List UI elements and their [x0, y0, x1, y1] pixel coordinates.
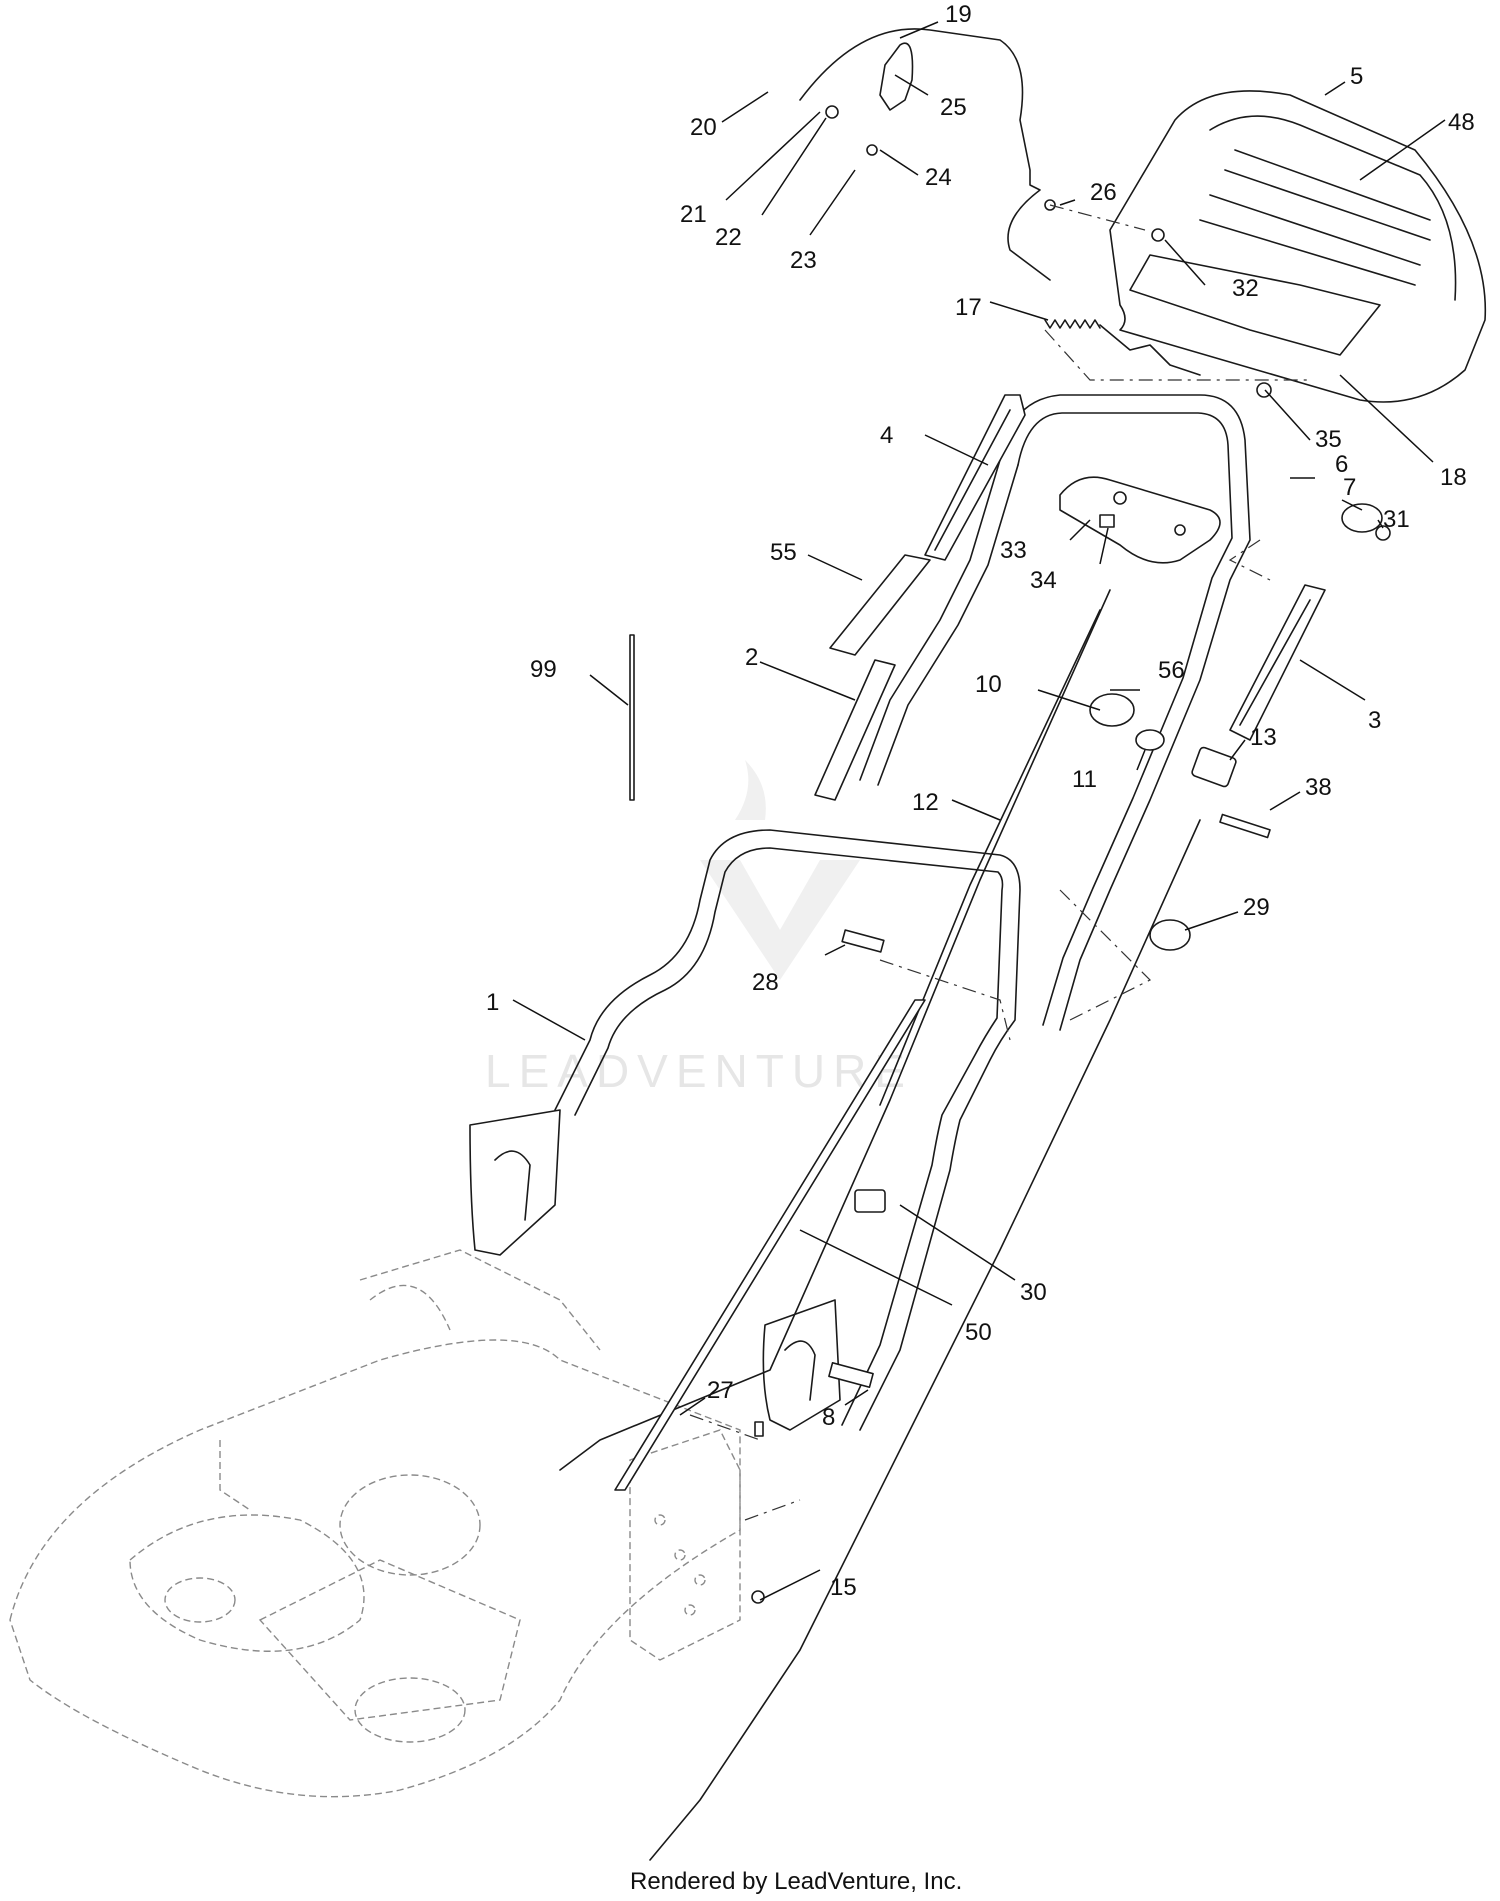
watermark-text: LEADVENTURE: [485, 1045, 913, 1097]
callout-21: 21: [680, 201, 707, 228]
handle-mount-bracket: [629, 1429, 741, 1661]
handle-console: [1109, 90, 1487, 403]
callout-30: 30: [1020, 1279, 1047, 1306]
callout-26: 26: [1090, 179, 1117, 206]
callout-27: 27: [707, 1377, 734, 1404]
callout-19: 19: [945, 1, 972, 28]
callout-33: 33: [1000, 537, 1027, 564]
callout-7: 7: [1343, 474, 1356, 501]
cables: [559, 589, 1201, 1861]
callout-56: 56: [1158, 657, 1185, 684]
callout-labels: 19 5 48 25 20 24 26 21 22 23 32 17 18 4 …: [486, 1, 1475, 1601]
callout-29: 29: [1243, 894, 1270, 921]
grab-bar: [1059, 476, 1221, 564]
render-credit: Rendered by LeadVenture, Inc.: [630, 1868, 963, 1895]
callout-5: 5: [1350, 63, 1363, 90]
callout-4: 4: [880, 422, 893, 449]
callout-2: 2: [745, 644, 758, 671]
watermark: LEADVENTURE: [485, 760, 913, 1097]
callout-10: 10: [975, 671, 1002, 698]
callout-20: 20: [690, 114, 717, 141]
callout-35: 35: [1315, 426, 1342, 453]
callout-1: 1: [486, 989, 499, 1016]
callout-22: 22: [715, 224, 742, 251]
callout-55: 55: [770, 539, 797, 566]
hardware: [629, 105, 1391, 1604]
adjustment-rails: [814, 394, 1326, 801]
callout-25: 25: [940, 94, 967, 121]
alignment-lines: [689, 204, 1310, 1521]
callout-23: 23: [790, 247, 817, 274]
callout-24: 24: [925, 164, 952, 191]
spring-17: [1044, 319, 1201, 376]
upper-handle: [859, 394, 1251, 1031]
callout-18: 18: [1440, 464, 1467, 491]
callout-3: 3: [1368, 707, 1381, 734]
callout-13: 13: [1250, 724, 1277, 751]
callout-6: 6: [1335, 451, 1348, 478]
mower-deck: [9, 1249, 741, 1798]
callout-34: 34: [1030, 567, 1057, 594]
leader-lines: [512, 21, 1446, 1601]
callout-17: 17: [955, 294, 982, 321]
callout-28: 28: [752, 969, 779, 996]
callout-31: 31: [1383, 506, 1410, 533]
control-cable-19: [799, 28, 1051, 281]
callout-15: 15: [830, 1574, 857, 1601]
callout-50: 50: [965, 1319, 992, 1346]
callout-99: 99: [530, 656, 557, 683]
callout-48: 48: [1448, 109, 1475, 136]
callout-11: 11: [1072, 766, 1097, 793]
lower-handle: [469, 829, 1021, 1431]
callout-38: 38: [1305, 774, 1332, 801]
callout-32: 32: [1232, 275, 1259, 302]
callout-12: 12: [912, 789, 939, 816]
callout-8: 8: [822, 1404, 835, 1431]
